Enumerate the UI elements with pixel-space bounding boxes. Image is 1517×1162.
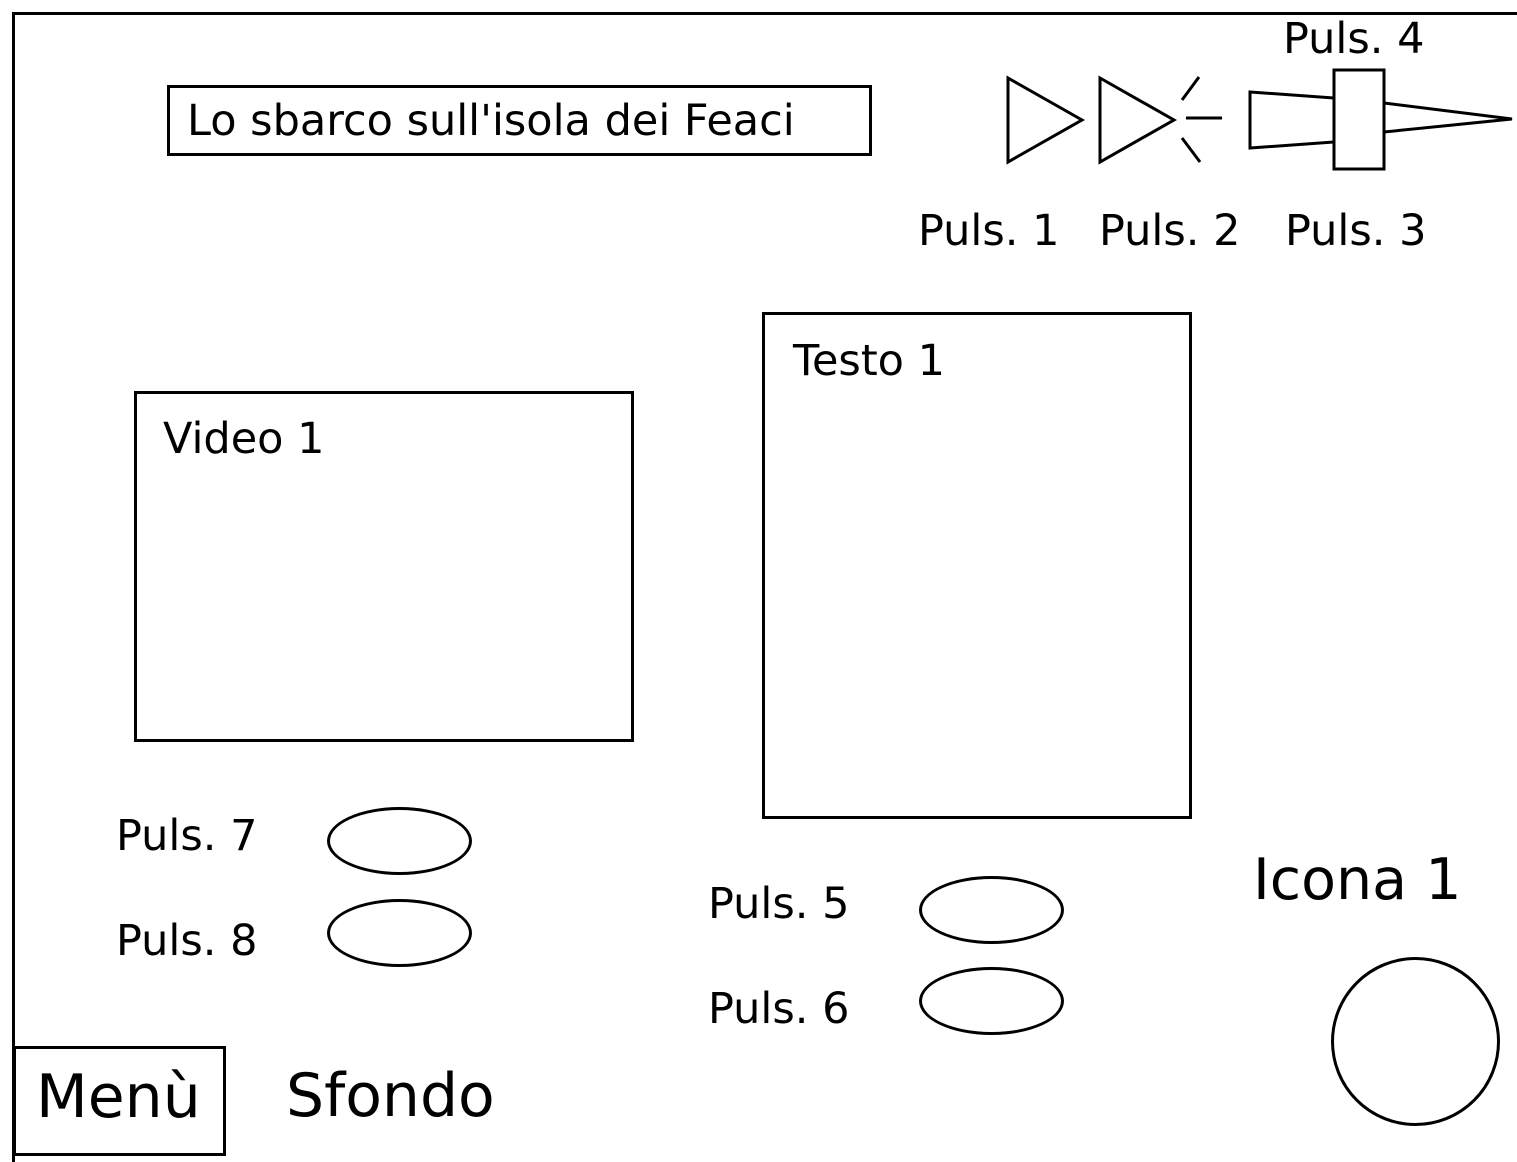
button-8-label: Puls. 8	[116, 916, 258, 966]
menu-label: Menù	[36, 1062, 201, 1132]
button-2-label[interactable]: Puls. 2	[1099, 206, 1241, 256]
background-label: Sfondo	[286, 1061, 495, 1131]
play-flash-icon[interactable]	[1098, 75, 1222, 165]
text-panel: Testo 1	[762, 312, 1192, 819]
top-button-icons	[1006, 68, 1513, 171]
horn-icon[interactable]	[1248, 68, 1513, 171]
page-frame	[12, 12, 1517, 1162]
menu-button[interactable]: Menù	[13, 1046, 226, 1156]
page-title: Lo sbarco sull'isola dei Feaci	[187, 96, 795, 146]
play-icon[interactable]	[1006, 75, 1086, 165]
button-7[interactable]	[327, 807, 472, 875]
button-7-label: Puls. 7	[116, 811, 258, 861]
button-3-label[interactable]: Puls. 3	[1285, 206, 1427, 256]
video-label: Video 1	[163, 414, 325, 464]
button-6[interactable]	[919, 967, 1064, 1035]
button-6-label: Puls. 6	[708, 984, 850, 1034]
circle-icon[interactable]	[1331, 957, 1500, 1126]
button-8[interactable]	[327, 899, 472, 967]
button-4-label[interactable]: Puls. 4	[1283, 14, 1425, 64]
button-1-label[interactable]: Puls. 1	[918, 206, 1060, 256]
text-panel-label: Testo 1	[793, 336, 946, 386]
button-5-label: Puls. 5	[708, 879, 850, 929]
video-player[interactable]: Video 1	[134, 391, 634, 742]
icon-area-label: Icona 1	[1253, 847, 1462, 913]
button-5[interactable]	[919, 876, 1064, 944]
title-box: Lo sbarco sull'isola dei Feaci	[167, 85, 872, 156]
